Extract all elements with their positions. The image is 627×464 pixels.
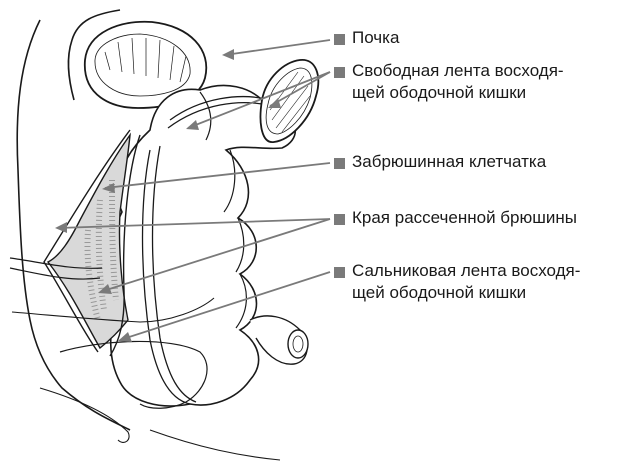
label-bullet-peritoneum	[334, 214, 345, 225]
arrowhead-kidney	[222, 49, 234, 60]
label-bullet-omental-band	[334, 267, 345, 278]
label-kidney: Почка	[352, 28, 399, 48]
pointer-kidney	[225, 40, 330, 55]
arrowhead-peritoneum-a	[55, 222, 67, 233]
transverse-colon-cut-end	[261, 60, 319, 142]
label-peritoneum: Края рассеченной брюшины	[352, 208, 577, 228]
label-omental-band-line1: Сальниковая лента восходя-	[352, 261, 580, 281]
label-omental-band-line2: щей ободочной кишки	[352, 283, 526, 303]
label-bullet-retro-fat	[334, 158, 345, 169]
label-retro-fat: Забрюшинная клетчатка	[352, 152, 546, 172]
label-bullet-kidney	[334, 34, 345, 45]
label-bullet-free-band	[334, 67, 345, 78]
label-free-band-line2: щей ободочной кишки	[352, 83, 526, 103]
label-free-band-line1: Свободная лента восходя-	[352, 61, 564, 81]
